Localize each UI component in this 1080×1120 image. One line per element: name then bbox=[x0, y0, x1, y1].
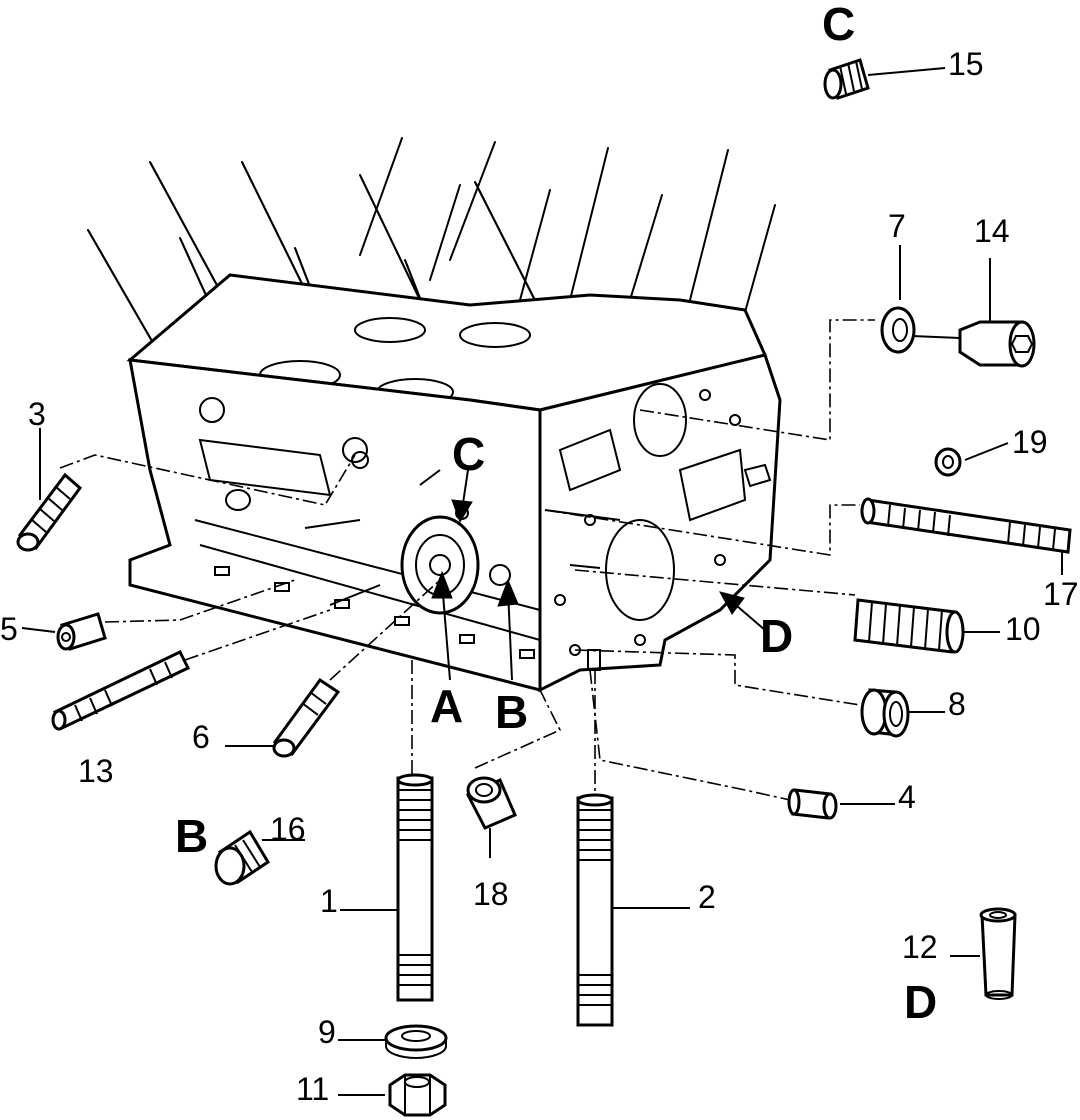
label-7: 7 bbox=[888, 208, 906, 244]
label-10: 10 bbox=[1005, 611, 1041, 647]
part-8-sleeve bbox=[860, 688, 910, 738]
part-15-threaded-plug bbox=[823, 58, 870, 100]
label-16: 16 bbox=[270, 811, 306, 847]
part-12-guide-sleeve bbox=[979, 907, 1017, 1000]
letter-a-block: A bbox=[430, 680, 463, 732]
label-14: 14 bbox=[974, 213, 1010, 249]
part-6-stud bbox=[272, 677, 341, 758]
oil-pump-housing bbox=[400, 515, 480, 615]
label-11: 11 bbox=[296, 1071, 329, 1107]
locator-arrows bbox=[431, 469, 766, 681]
part-9-washer bbox=[384, 1024, 448, 1059]
part-number-labels: 3 5 13 6 16 1 9 11 18 2 4 8 10 17 19 7 1… bbox=[0, 46, 1079, 1107]
letter-b-detail: B bbox=[175, 810, 208, 862]
part-19-washer bbox=[934, 447, 962, 477]
label-17: 17 bbox=[1043, 576, 1079, 612]
label-6: 6 bbox=[192, 719, 210, 755]
part-11-hex-nut bbox=[388, 1073, 447, 1117]
part-13-stud bbox=[51, 650, 191, 731]
letter-c-block: C bbox=[452, 428, 485, 480]
letter-d-block: D bbox=[760, 610, 793, 662]
part-5-dowel-sleeve bbox=[56, 612, 107, 651]
label-18: 18 bbox=[473, 876, 509, 912]
detail-letters: C C A B D B D bbox=[175, 0, 937, 1028]
part-4-dowel bbox=[787, 788, 838, 820]
part-2-stud bbox=[576, 793, 614, 1027]
part-3-stud bbox=[16, 472, 83, 552]
part-7-sealing-washer bbox=[880, 306, 916, 354]
label-3: 3 bbox=[28, 396, 46, 432]
label-2: 2 bbox=[698, 879, 716, 915]
label-8: 8 bbox=[948, 686, 966, 722]
letter-d-detail: D bbox=[904, 976, 937, 1028]
label-4: 4 bbox=[898, 779, 916, 815]
label-1: 1 bbox=[320, 883, 338, 919]
part-17-long-stud bbox=[860, 497, 1072, 554]
label-15: 15 bbox=[948, 46, 984, 82]
leader-lines bbox=[21, 67, 1063, 1096]
label-19: 19 bbox=[1012, 424, 1048, 460]
letter-c-detail: C bbox=[822, 0, 855, 50]
letter-b-block: B bbox=[495, 686, 528, 738]
part-14-screw-plug bbox=[958, 320, 1036, 368]
part-16-threaded-insert bbox=[214, 829, 271, 886]
label-5: 5 bbox=[0, 611, 18, 647]
part-1-stud bbox=[396, 773, 434, 1002]
part-10-threaded-sleeve bbox=[853, 598, 965, 654]
label-13: 13 bbox=[78, 753, 114, 789]
engine-block bbox=[87, 137, 782, 693]
label-9: 9 bbox=[318, 1014, 336, 1050]
label-12: 12 bbox=[902, 929, 938, 965]
part-18-bushing bbox=[465, 776, 517, 830]
